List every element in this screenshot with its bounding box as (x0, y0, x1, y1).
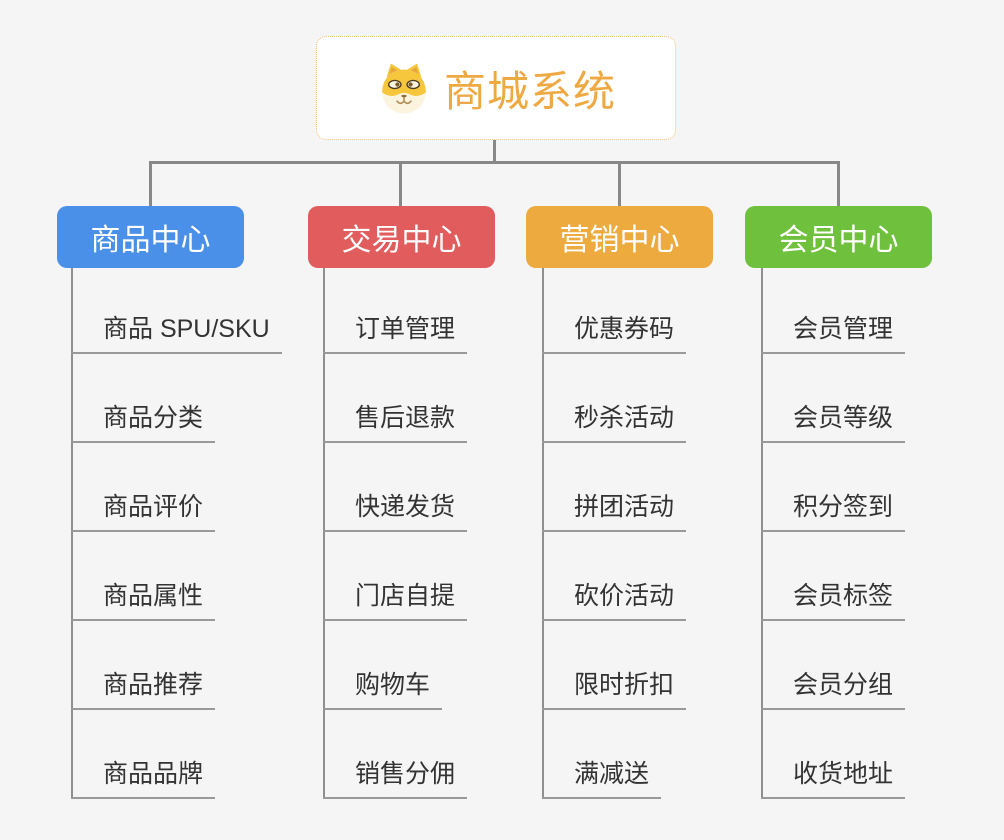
leaf-label: 商品属性 (103, 582, 204, 610)
branch-label: 商品中心 (90, 224, 211, 257)
leaf-label: 会员等级 (793, 404, 894, 432)
leaf-label: 积分签到 (793, 493, 894, 521)
leaf-label: 快递发货 (355, 493, 456, 521)
leaf-label: 收货地址 (793, 760, 894, 788)
root-title: 商城系统 (443, 67, 616, 115)
leaf-label: 会员标签 (793, 582, 894, 610)
leaf-node[interactable]: 秒杀活动 (542, 399, 687, 443)
leaf-node[interactable]: 拼团活动 (542, 488, 687, 532)
leaf-node[interactable]: 收货地址 (761, 755, 906, 799)
leaf-label: 商品推荐 (103, 671, 204, 699)
branch-label: 交易中心 (341, 224, 462, 257)
leaf-label: 销售分佣 (355, 760, 456, 788)
leaf-node[interactable]: 快递发货 (323, 488, 468, 532)
branch-node-product-center[interactable]: 商品中心 (57, 206, 244, 268)
connector-drop-4 (837, 161, 840, 207)
leaf-label: 秒杀活动 (574, 404, 675, 432)
leaf-label: 订单管理 (355, 315, 456, 343)
branch-label: 会员中心 (778, 224, 899, 257)
leaf-label: 拼团活动 (574, 493, 675, 521)
leaf-node[interactable]: 会员分组 (761, 666, 906, 710)
leaf-node[interactable]: 门店自提 (323, 577, 468, 621)
leaf-label: 门店自提 (355, 582, 456, 610)
connector-root-stub (493, 140, 496, 162)
branch-trunk-line (542, 268, 544, 799)
leaf-node[interactable]: 购物车 (323, 666, 443, 710)
branch-trunk-line (323, 268, 325, 799)
leaf-node[interactable]: 限时折扣 (542, 666, 687, 710)
branch-trunk-line (761, 268, 763, 799)
leaf-label: 砍价活动 (574, 582, 675, 610)
leaf-label: 会员分组 (793, 671, 894, 699)
connector-drop-2 (399, 161, 402, 207)
leaf-node[interactable]: 订单管理 (323, 310, 468, 354)
leaf-node[interactable]: 销售分佣 (323, 755, 468, 799)
leaf-node[interactable]: 会员管理 (761, 310, 906, 354)
leaf-node[interactable]: 商品 SPU/SKU (71, 310, 282, 354)
branch-node-trade-center[interactable]: 交易中心 (308, 206, 495, 268)
leaf-label: 商品分类 (103, 404, 204, 432)
branch-node-marketing-center[interactable]: 营销中心 (526, 206, 713, 268)
leaf-label: 限时折扣 (574, 671, 675, 699)
leaf-node[interactable]: 满减送 (542, 755, 662, 799)
doge-icon (382, 63, 426, 114)
leaf-label: 商品 SPU/SKU (103, 315, 270, 343)
leaf-node[interactable]: 商品属性 (71, 577, 216, 621)
leaf-node[interactable]: 商品推荐 (71, 666, 216, 710)
branch-label: 营销中心 (559, 224, 680, 257)
leaf-node[interactable]: 会员标签 (761, 577, 906, 621)
leaf-node[interactable]: 优惠券码 (542, 310, 687, 354)
leaf-node[interactable]: 商品评价 (71, 488, 216, 532)
connector-bus (149, 161, 839, 164)
leaf-label: 会员管理 (793, 315, 894, 343)
branch-node-member-center[interactable]: 会员中心 (745, 206, 932, 268)
leaf-node[interactable]: 砍价活动 (542, 577, 687, 621)
leaf-label: 售后退款 (355, 404, 456, 432)
leaf-node[interactable]: 会员等级 (761, 399, 906, 443)
leaf-node[interactable]: 售后退款 (323, 399, 468, 443)
root-node[interactable]: 商城系统 (316, 36, 676, 140)
leaf-label: 购物车 (355, 671, 431, 699)
branch-trunk-line (71, 268, 73, 799)
leaf-node[interactable]: 商品品牌 (71, 755, 216, 799)
leaf-node[interactable]: 商品分类 (71, 399, 216, 443)
connector-drop-1 (149, 161, 152, 207)
leaf-label: 商品评价 (103, 493, 204, 521)
connector-drop-3 (618, 161, 621, 207)
leaf-label: 满减送 (574, 760, 650, 788)
leaf-label: 商品品牌 (103, 760, 204, 788)
leaf-node[interactable]: 积分签到 (761, 488, 906, 532)
leaf-label: 优惠券码 (574, 315, 675, 343)
